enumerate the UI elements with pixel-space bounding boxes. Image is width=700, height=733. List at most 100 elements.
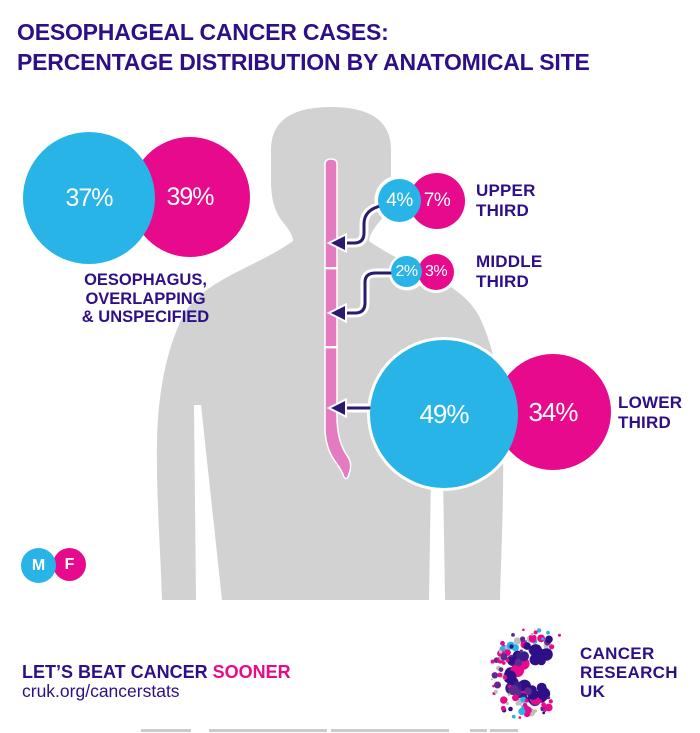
logo-dot	[533, 709, 537, 713]
logo-dot	[503, 670, 517, 684]
logo-dot	[507, 693, 511, 696]
tagline-main: LET’S BEAT CANCER	[22, 662, 213, 682]
logo-dot	[528, 635, 533, 639]
label-lower-third: LOWER THIRD	[618, 393, 682, 433]
logo-dot	[537, 687, 551, 701]
logo-dot	[504, 697, 508, 702]
logo-dot	[516, 697, 519, 701]
logo-dot	[515, 689, 522, 696]
female-bubble-middle-third: 3%	[418, 254, 454, 290]
logo-dot	[500, 653, 508, 661]
legend-male-letter: M	[31, 556, 46, 574]
logo-dot	[508, 684, 512, 688]
logo-dot	[515, 701, 520, 706]
logo-dot	[542, 711, 546, 715]
label-upper-line1: UPPER	[476, 181, 536, 200]
label-overlapping: OESOPHAGUS, OVERLAPPING & UNSPECIFIED	[58, 271, 233, 327]
logo-dot	[544, 703, 553, 712]
male-bubble-middle-third: 2%	[391, 256, 422, 287]
male-bubble-upper-third: 4%	[378, 179, 421, 222]
logo-dot	[490, 678, 494, 681]
legend-female-letter: F	[64, 555, 75, 573]
logo-dot	[505, 702, 509, 705]
label-upper-line2: THIRD	[476, 201, 529, 220]
logo-dot	[533, 630, 538, 635]
logo-dot	[541, 704, 546, 708]
female-value-middle-third: 3%	[424, 263, 448, 280]
male-value-middle-third: 2%	[395, 262, 418, 280]
logo-dot	[492, 684, 495, 688]
logo-dot	[546, 630, 550, 635]
logo-dot	[543, 708, 547, 712]
logo-dot	[511, 633, 515, 637]
tube-separator-upper	[324, 267, 338, 270]
arrowhead-lower-icon	[326, 397, 347, 419]
logo-dot	[541, 637, 545, 641]
page-title: OESOPHAGEAL CANCER CASES: PERCENTAGE DIS…	[17, 17, 590, 77]
logo-line-2: RESEARCH	[580, 663, 678, 682]
title-line-1: OESOPHAGEAL CANCER CASES:	[17, 19, 389, 45]
logo-dot	[548, 699, 553, 704]
logo-dot	[490, 659, 495, 664]
bottom-rule-segment	[470, 729, 487, 732]
left-arm-gap	[194, 405, 222, 600]
bottom-rule-segment	[331, 729, 449, 732]
logo-dot	[500, 705, 506, 711]
male-bubble-overlapping: 37%	[23, 132, 155, 264]
arrowhead-middle-icon	[326, 302, 347, 324]
logo-dot	[522, 628, 525, 632]
logo-dot	[514, 658, 523, 667]
cruk-logo-wordmark: CANCER RESEARCH UK	[580, 644, 678, 701]
label-middle-third: MIDDLE THIRD	[476, 252, 542, 292]
footer: LET’S BEAT CANCER SOONER cruk.org/cancer…	[22, 662, 291, 701]
legend-female-circle: F	[53, 548, 86, 581]
logo-dot	[513, 637, 521, 645]
logo-dot	[491, 672, 498, 679]
logo-dot	[500, 640, 505, 646]
logo-line-1: CANCER	[580, 644, 655, 663]
logo-dot	[532, 647, 545, 661]
logo-dot	[519, 649, 523, 653]
logo-dot	[520, 636, 526, 642]
label-upper-third: UPPER THIRD	[476, 181, 536, 221]
logo-dot	[519, 651, 529, 662]
tagline: LET’S BEAT CANCER SOONER	[22, 662, 291, 682]
bottom-rule-segment	[490, 729, 518, 732]
logo-line-3: UK	[580, 682, 606, 701]
label-overlapping-line2: OVERLAPPING	[85, 289, 206, 308]
oesophagus-tube	[324, 158, 352, 480]
tube-separator-lower	[324, 346, 338, 349]
cruk-logo-icon	[490, 628, 561, 719]
male-value-overlapping: 37%	[65, 183, 113, 212]
logo-dot	[537, 699, 540, 703]
logo-dot	[545, 635, 553, 644]
bottom-rule-segment	[209, 729, 327, 732]
logo-dot	[511, 714, 516, 719]
logo-dot	[518, 716, 522, 719]
male-bubble-lower-third: 49%	[370, 340, 518, 488]
logo-dot	[524, 698, 529, 703]
logo-dot	[547, 696, 551, 700]
label-lower-line1: LOWER	[618, 393, 683, 412]
logo-dot	[508, 706, 513, 712]
male-value-upper-third: 4%	[386, 189, 413, 211]
female-value-overlapping: 39%	[166, 182, 214, 211]
logo-dot	[536, 628, 542, 633]
logo-dot	[523, 642, 531, 650]
logo-dot	[522, 702, 528, 708]
female-value-upper-third: 7%	[423, 190, 451, 211]
arrow-middle	[340, 271, 395, 315]
logo-dot	[502, 675, 508, 680]
label-overlapping-line1: OESOPHAGUS,	[84, 271, 207, 289]
male-value-lower-third: 49%	[419, 398, 469, 429]
logo-dot	[493, 689, 498, 694]
label-middle-line2: THIRD	[476, 272, 529, 291]
logo-dot	[497, 672, 503, 678]
logo-dot	[498, 667, 504, 672]
title-line-2: PERCENTAGE DISTRIBUTION BY ANATOMICAL SI…	[17, 49, 590, 75]
site-url: cruk.org/cancerstats	[22, 681, 180, 701]
arrow-upper	[340, 203, 386, 245]
logo-dot	[498, 649, 503, 654]
